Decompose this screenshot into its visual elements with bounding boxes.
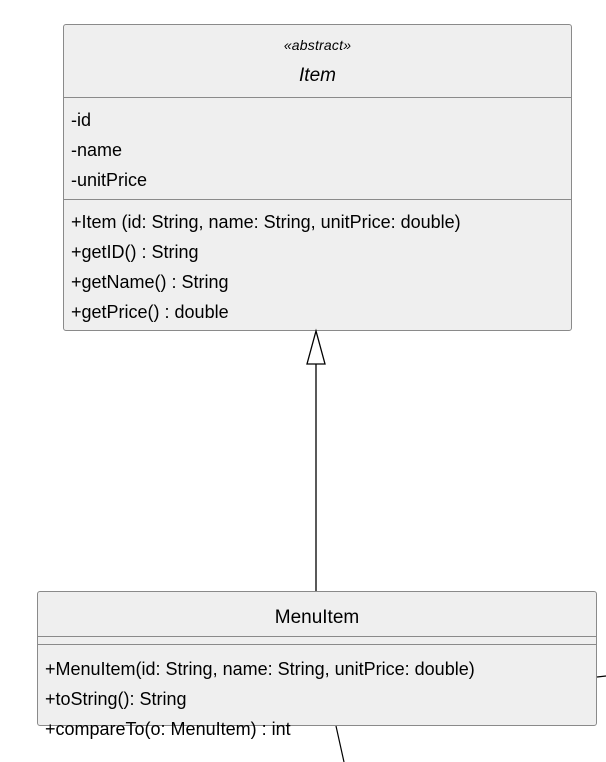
class-menuitem-attributes-divider — [38, 644, 596, 645]
class-menuitem-name-divider — [38, 636, 596, 637]
class-item-name: Item — [299, 65, 336, 86]
generalization-arrowhead — [306, 328, 326, 365]
class-item-attributes-divider — [64, 199, 571, 200]
offscreen-connector-right — [596, 675, 606, 678]
class-menuitem-name: MenuItem — [274, 607, 360, 628]
attribute-unit-price: -unitPrice — [71, 170, 148, 190]
class-item[interactable]: «abstract» Item -id -name -unitPrice +It… — [63, 24, 572, 331]
operation-get-price: +getPrice() : double — [71, 302, 229, 322]
operation-compare-to: +compareTo(o: MenuItem) : int — [45, 719, 291, 739]
class-item-attributes: -id -name -unitPrice — [71, 105, 147, 195]
operation-item-constructor: +Item (id: String, name: String, unitPri… — [71, 212, 461, 232]
operation-to-string: +toString(): String — [45, 689, 187, 709]
attribute-name: -name — [71, 140, 123, 160]
class-menuitem-operations: +MenuItem(id: String, name: String, unit… — [45, 654, 475, 744]
operation-get-name: +getName() : String — [71, 272, 229, 292]
class-item-name-divider — [64, 97, 571, 98]
operation-menuitem-constructor: +MenuItem(id: String, name: String, unit… — [45, 659, 475, 679]
class-menuitem[interactable]: MenuItem +MenuItem(id: String, name: Str… — [37, 591, 597, 739]
operation-get-id: +getID() : String — [71, 242, 199, 262]
class-item-stereotype: «abstract» — [283, 37, 352, 53]
offscreen-connector-bottom — [335, 725, 345, 762]
class-item-operations: +Item (id: String, name: String, unitPri… — [71, 207, 461, 327]
attribute-id: -id — [71, 110, 92, 130]
